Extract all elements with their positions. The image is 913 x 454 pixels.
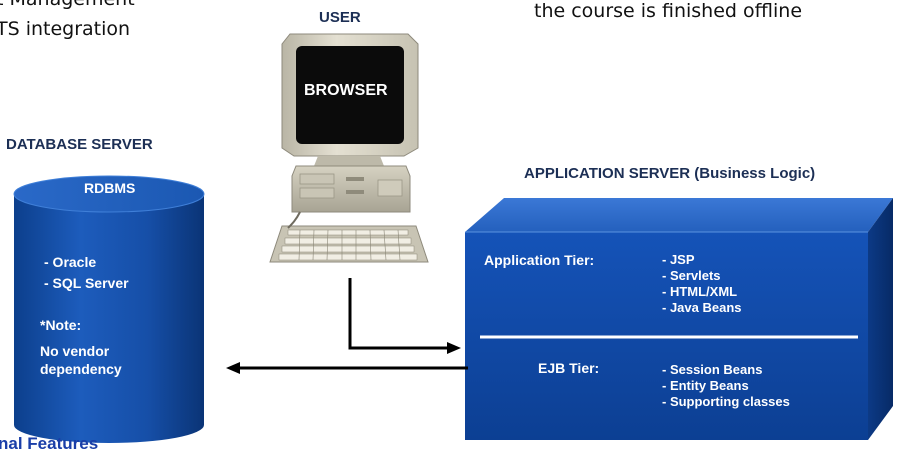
application-server-box [465, 198, 893, 440]
app-tier-item-servlets: - Servlets [662, 268, 721, 283]
application-server-title: APPLICATION SERVER (Business Logic) [524, 165, 816, 182]
application-tier-label: Application Tier: [484, 252, 595, 268]
ejb-tier-item-entity-beans: - Entity Beans [662, 378, 749, 393]
computer-illustration [269, 33, 429, 263]
ejb-tier-item-supporting-classes: - Supporting classes [662, 394, 790, 409]
app-tier-item-java-beans: - Java Beans [662, 300, 742, 315]
db-item-oracle: - Oracle [44, 254, 97, 270]
top-left-text-line-1: t Management [0, 0, 135, 10]
ejb-tier-label: EJB Tier: [538, 360, 600, 376]
top-left-text-line-2: TS integration [0, 18, 131, 40]
ejb-tier-item-session-beans: - Session Beans [662, 362, 763, 377]
db-item-sql-server: - SQL Server [44, 275, 129, 291]
database-server-title: DATABASE SERVER [6, 136, 153, 153]
rdbms-heading: RDBMS [84, 180, 136, 196]
user-label: USER [319, 9, 361, 26]
database-cylinder [13, 175, 205, 443]
db-note-label: *Note: [40, 317, 82, 333]
db-note-line-2: dependency [40, 361, 122, 377]
bottom-cropped-text: nal Features [0, 434, 99, 453]
app-tier-item-html-xml: - HTML/XML [662, 284, 738, 299]
top-right-text: the course is finished offline [534, 0, 803, 22]
connector-lines [226, 278, 468, 374]
app-tier-item-jsp: - JSP [662, 252, 695, 267]
db-note-line-1: No vendor [40, 343, 110, 359]
browser-label: BROWSER [304, 82, 388, 99]
